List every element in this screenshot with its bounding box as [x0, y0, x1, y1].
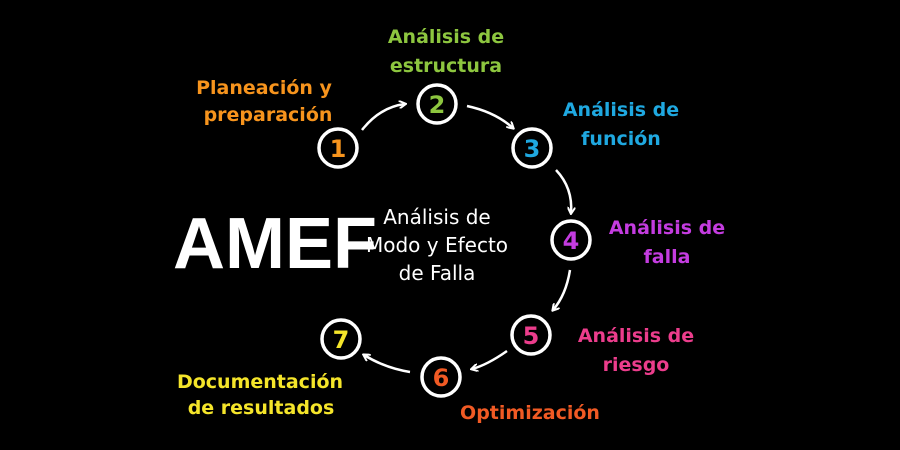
arrow-2-to-3: [466, 104, 513, 128]
arrow-3-to-4: [555, 169, 571, 213]
step-2-badge: [416, 83, 458, 125]
step-5: 5 Análisis de riesgo: [510, 314, 694, 376]
diagram-subtitle-line-1: Análisis de: [383, 205, 490, 229]
arrow-4-to-5: [553, 269, 572, 310]
step-4-badge: [550, 219, 592, 261]
step-3-label-line-1: Análisis de: [563, 99, 679, 121]
step-3-badge: [511, 127, 553, 169]
step-1-label-line-2: preparación: [204, 104, 333, 126]
step-1-badge: [317, 127, 359, 169]
step-7: 7 Documentación de resultados: [177, 318, 362, 419]
step-2-number: 2: [429, 91, 446, 119]
step-2-label-line-2: estructura: [390, 55, 502, 77]
step-6-label-line-1: Optimización: [460, 402, 600, 424]
step-3-number: 3: [524, 135, 541, 163]
step-7-number: 7: [333, 326, 350, 354]
step-7-label-line-1: Documentación: [177, 371, 343, 393]
step-4-label-line-1: Análisis de: [609, 217, 725, 239]
step-4-label-line-2: falla: [644, 246, 691, 268]
arrow-5-to-6: [472, 349, 508, 369]
cycle-arrows: [361, 104, 572, 374]
step-2-label-line-1: Análisis de: [388, 26, 504, 48]
step-6-number: 6: [433, 364, 450, 392]
step-7-label-line-2: de resultados: [188, 397, 335, 419]
step-1-label-line-1: Planeación y: [196, 77, 332, 99]
step-6: 6 Optimización: [420, 356, 600, 424]
step-2: 2 Análisis de estructura: [388, 26, 504, 125]
step-1-number: 1: [330, 135, 347, 163]
step-5-label-line-1: Análisis de: [578, 325, 694, 347]
diagram-subtitle-line-3: de Falla: [399, 261, 476, 285]
step-6-badge: [420, 356, 462, 398]
arrow-1-to-2: [361, 104, 405, 131]
step-5-badge: [510, 314, 552, 356]
diagram-subtitle-line-2: Modo y Efecto: [366, 233, 508, 257]
step-3: 3 Análisis de función: [511, 99, 679, 169]
step-3-label-line-2: función: [581, 128, 661, 150]
step-5-label-line-2: riesgo: [603, 354, 670, 376]
step-1: 1 Planeación y preparación: [196, 77, 359, 169]
step-4-number: 4: [563, 227, 580, 255]
arrow-6-to-7: [364, 355, 411, 374]
step-4: 4 Análisis de falla: [550, 217, 725, 268]
diagram-title: AMEF: [173, 204, 377, 284]
step-5-number: 5: [523, 322, 540, 350]
step-7-badge: [320, 318, 362, 360]
